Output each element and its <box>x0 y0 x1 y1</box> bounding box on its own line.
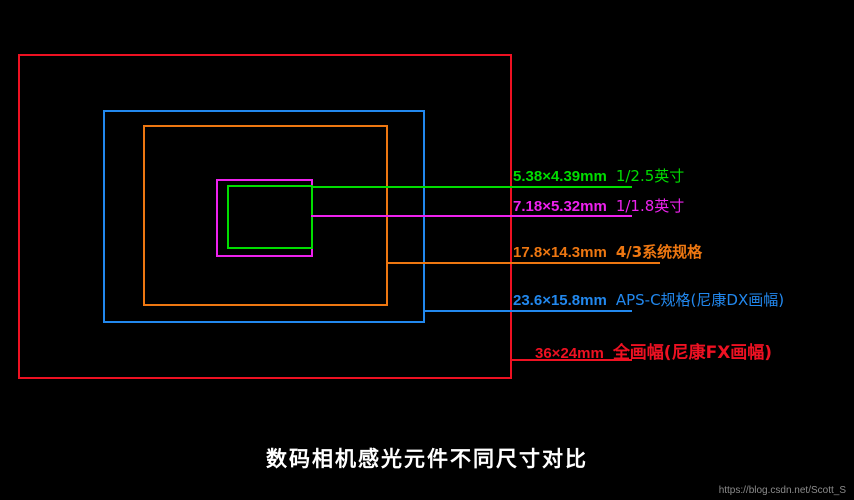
dimension-text-four-thirds: 17.8×14.3mm <box>513 244 607 261</box>
dimension-text-full-frame: 36×24mm <box>535 345 604 362</box>
leader-line-aps-c <box>423 310 632 312</box>
leader-line-full-frame <box>510 359 632 361</box>
dimension-text-aps-c: 23.6×15.8mm <box>513 292 607 309</box>
label-one-over-2-5-inch: 5.38×4.39mm 1/2.5英寸 <box>513 165 684 186</box>
leader-line-one-over-1-8-inch <box>311 215 632 217</box>
leader-line-one-over-2-5-inch <box>312 186 632 188</box>
spec-text-aps-c: APS-C规格(尼康DX画幅) <box>615 291 785 309</box>
spec-text-four-thirds: 4/3系统规格 <box>615 243 703 261</box>
leader-line-four-thirds <box>386 262 660 264</box>
spec-text-one-over-1-8-inch: 1/1.8英寸 <box>615 197 685 215</box>
label-full-frame: 36×24mm 全画幅(尼康FX画幅) <box>535 338 772 363</box>
dimension-text-one-over-1-8-inch: 7.18×5.32mm <box>513 198 607 215</box>
dimension-text-one-over-2-5-inch: 5.38×4.39mm <box>513 168 607 185</box>
label-aps-c: 23.6×15.8mm APS-C规格(尼康DX画幅) <box>513 289 784 310</box>
label-one-over-1-8-inch: 7.18×5.32mm 1/1.8英寸 <box>513 195 684 216</box>
label-four-thirds: 17.8×14.3mm 4/3系统规格 <box>513 241 702 262</box>
watermark-url: https://blog.csdn.net/Scott_S <box>718 485 846 496</box>
diagram-caption: 数码相机感光元件不同尺寸对比 <box>266 447 588 471</box>
spec-text-one-over-2-5-inch: 1/2.5英寸 <box>615 167 685 185</box>
sensor-rect-one-over-2-5-inch <box>227 185 313 249</box>
spec-text-full-frame: 全画幅(尼康FX画幅) <box>612 343 773 363</box>
